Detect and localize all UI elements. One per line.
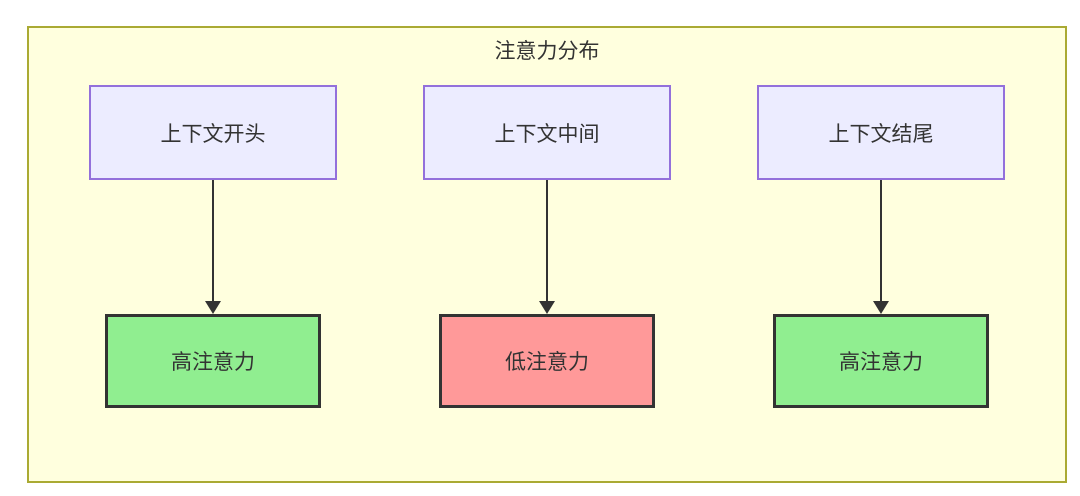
node-attention-end: 高注意力 [773,314,989,409]
node-attention-end-label: 高注意力 [839,351,923,375]
diagram-title: 注意力分布 [494,40,600,63]
node-context-end-label: 上下文结尾 [828,122,934,146]
node-context-start-label: 上下文开头 [160,122,266,146]
flow-column-context-middle: 上下文中间 低注意力 [423,85,671,409]
arrow-head [873,301,889,315]
arrow-line [546,180,548,302]
arrow-line [880,180,882,302]
node-context-end: 上下文结尾 [757,85,1005,181]
flow-column-context-start: 上下文开头 高注意力 [89,85,337,409]
attention-distribution-diagram: 注意力分布 上下文开头 高注意力 上下文中间 低注意力 [27,26,1067,483]
node-context-middle: 上下文中间 [423,85,671,181]
arrow-head [539,301,555,315]
arrow-down-icon [873,180,889,315]
node-context-start: 上下文开头 [89,85,337,181]
arrow-down-icon [539,180,555,315]
arrow-line [212,180,214,302]
node-attention-start: 高注意力 [105,314,321,409]
flow-column-context-end: 上下文结尾 高注意力 [757,85,1005,409]
node-context-middle-label: 上下文中间 [494,122,600,146]
node-attention-middle-label: 低注意力 [505,351,589,375]
arrow-head [205,301,221,315]
arrow-down-icon [205,180,221,315]
node-attention-start-label: 高注意力 [171,351,255,375]
node-attention-middle: 低注意力 [439,314,655,409]
flow-columns: 上下文开头 高注意力 上下文中间 低注意力 上下文结 [29,85,1065,409]
